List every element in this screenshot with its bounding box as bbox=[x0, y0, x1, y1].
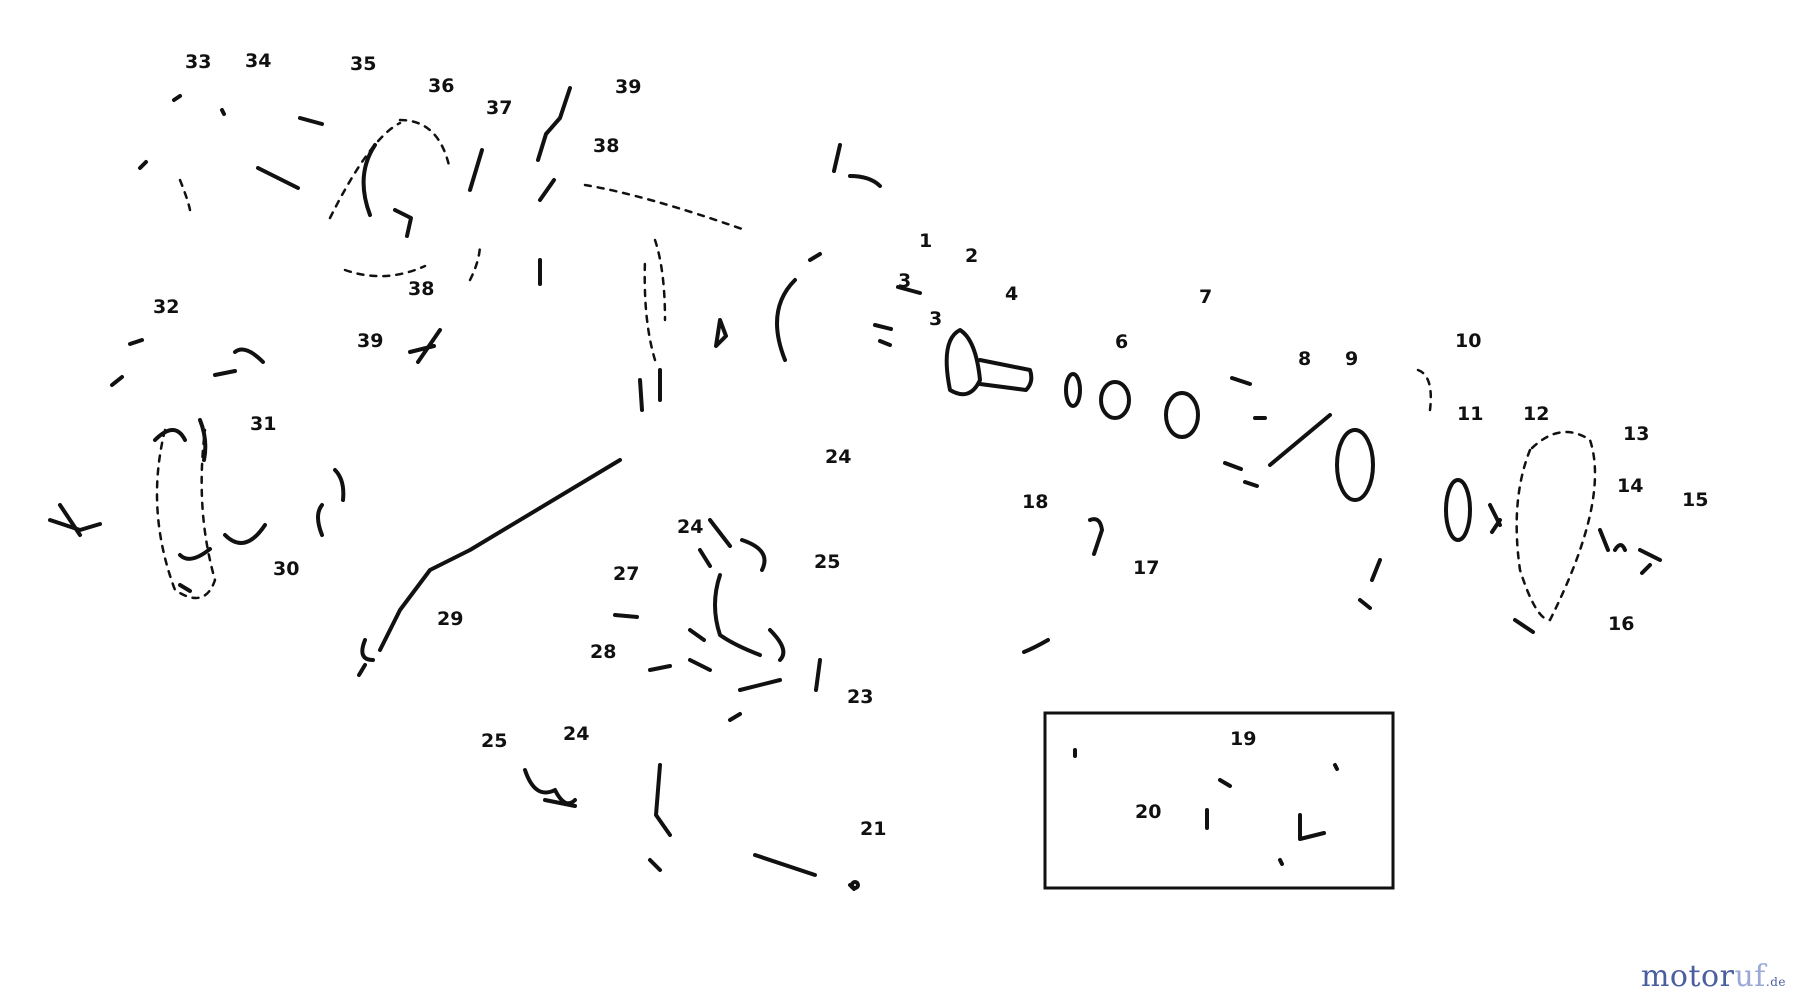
callout-11: 11 bbox=[1457, 403, 1483, 425]
callout-15: 15 bbox=[1682, 489, 1708, 511]
callout-31: 31 bbox=[250, 413, 276, 435]
callout-37: 37 bbox=[486, 97, 512, 119]
callout-21: 21 bbox=[860, 818, 886, 840]
callout-35: 35 bbox=[350, 53, 376, 75]
logo-text-accent: uf bbox=[1734, 959, 1766, 994]
callout-13: 13 bbox=[1623, 423, 1649, 445]
logo-tld: .de bbox=[1765, 975, 1786, 989]
callout-20: 20 bbox=[1135, 801, 1161, 823]
callout-18: 18 bbox=[1022, 491, 1048, 513]
callout-24-upper: 24 bbox=[825, 446, 851, 468]
callout-29: 29 bbox=[437, 608, 463, 630]
callout-28: 28 bbox=[590, 641, 616, 663]
site-logo: motoruf.de bbox=[1641, 959, 1786, 994]
callout-38-lower: 38 bbox=[408, 278, 434, 300]
callout-33: 33 bbox=[185, 51, 211, 73]
callout-labels: 33 34 35 36 37 39 38 38 39 32 31 30 29 1… bbox=[153, 50, 1708, 840]
callout-27: 27 bbox=[613, 563, 639, 585]
callout-32: 32 bbox=[153, 296, 179, 318]
callout-23: 23 bbox=[847, 686, 873, 708]
callout-17: 17 bbox=[1133, 557, 1159, 579]
inset-frame bbox=[1043, 711, 1395, 890]
callout-14: 14 bbox=[1617, 475, 1643, 497]
callout-4: 4 bbox=[1005, 283, 1018, 305]
callout-25-left: 25 bbox=[481, 730, 507, 752]
callout-12: 12 bbox=[1523, 403, 1549, 425]
callout-38-top: 38 bbox=[593, 135, 619, 157]
callout-24-lower: 24 bbox=[563, 723, 589, 745]
callout-8: 8 bbox=[1298, 348, 1311, 370]
callout-19: 19 bbox=[1230, 728, 1256, 750]
callout-25-right: 25 bbox=[814, 551, 840, 573]
callout-10: 10 bbox=[1455, 330, 1481, 352]
callout-1: 1 bbox=[919, 230, 932, 252]
callout-16: 16 bbox=[1608, 613, 1634, 635]
callout-3-lower: 3 bbox=[929, 308, 942, 330]
callout-9: 9 bbox=[1345, 348, 1358, 370]
drive-assembly-drawing bbox=[48, 86, 1662, 891]
callout-34: 34 bbox=[245, 50, 271, 72]
callout-6: 6 bbox=[1115, 331, 1128, 353]
callout-3-upper: 3 bbox=[898, 270, 911, 292]
callout-24-mid: 24 bbox=[677, 516, 703, 538]
callout-30: 30 bbox=[273, 558, 299, 580]
callout-2: 2 bbox=[965, 245, 978, 267]
callout-36: 36 bbox=[428, 75, 454, 97]
callout-7: 7 bbox=[1199, 286, 1212, 308]
callout-39-lower: 39 bbox=[357, 330, 383, 352]
callout-39-top: 39 bbox=[615, 76, 641, 98]
logo-text-main: motor bbox=[1640, 959, 1735, 994]
